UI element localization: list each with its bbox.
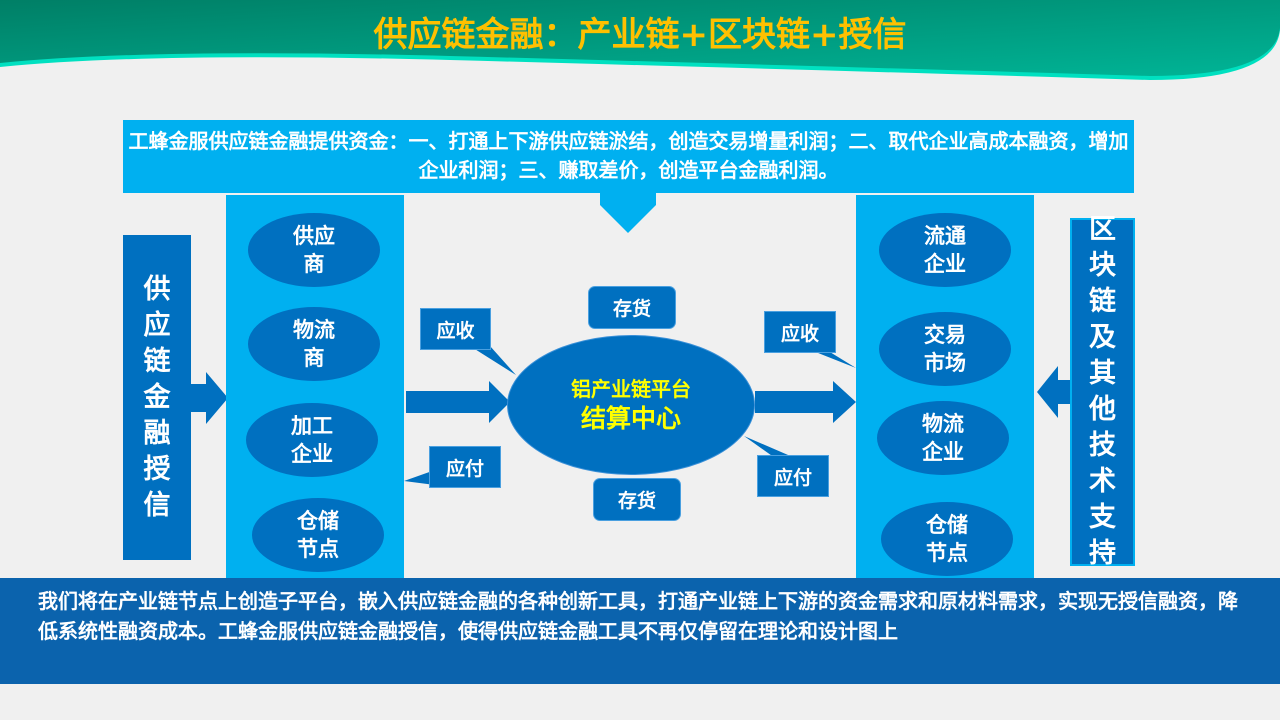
supply-chain-credit-box: 供应链金融授信 <box>123 235 191 560</box>
callout-tail <box>470 346 516 375</box>
funding-description-box: 工蜂金服供应链金融提供资金：一、打通上下游供应链淤结，创造交易增量利润；二、取代… <box>123 120 1134 193</box>
upstream-column: 供应 商 物流 商 加工 企业 仓储 节点 <box>226 195 404 580</box>
down-arrow-head <box>600 205 656 233</box>
node-logistics-enterprise: 物流 企业 <box>877 401 1009 475</box>
callout-receivable-right: 应收 <box>764 311 836 353</box>
center-line2: 结算中心 <box>580 404 681 433</box>
node-logistics-provider: 物流 商 <box>248 307 380 381</box>
node-distribution-enterprise: 流通 企业 <box>879 213 1011 287</box>
callout-tail <box>404 470 435 485</box>
node-trading-market: 交易 市场 <box>879 312 1011 386</box>
callout-payable-right: 应付 <box>757 455 829 497</box>
callout-payable-left: 应付 <box>429 446 501 488</box>
blockchain-support-box: 区块链及其他技术支持 <box>1070 214 1135 569</box>
settlement-center: 铝产业链平台 结算中心 <box>507 335 755 475</box>
callout-tail <box>744 436 795 458</box>
node-warehouse-right: 仓储 节点 <box>881 502 1013 576</box>
flow-arrow-right <box>755 381 856 423</box>
node-supplier: 供应 商 <box>248 213 380 287</box>
flow-arrow-left <box>406 381 510 423</box>
right-vertical-label: 区块链及其他技术支持 <box>1089 214 1116 569</box>
callout-inventory-bottom: 存货 <box>593 478 681 521</box>
node-processing-enterprise: 加工 企业 <box>246 403 378 477</box>
node-warehouse: 仓储 节点 <box>252 498 384 572</box>
callout-tail <box>808 349 856 368</box>
callout-receivable-left: 应收 <box>420 308 491 350</box>
callout-inventory-top: 存货 <box>588 286 676 329</box>
page-title: 供应链金融：产业链+区块链+授信 <box>373 15 907 55</box>
right-arrow-icon <box>191 372 228 424</box>
downstream-column: 流通 企业 交易 市场 物流 企业 仓储 节点 <box>856 195 1034 580</box>
down-arrow-icon <box>600 193 656 205</box>
left-vertical-label: 供应链金融授信 <box>143 273 171 521</box>
left-arrow-icon <box>1037 366 1070 418</box>
summary-text: 我们将在产业链节点上创造子平台，嵌入供应链金融的各种创新工具，打通产业链上下游的… <box>0 578 1280 684</box>
center-line1: 铝产业链平台 <box>571 377 691 401</box>
